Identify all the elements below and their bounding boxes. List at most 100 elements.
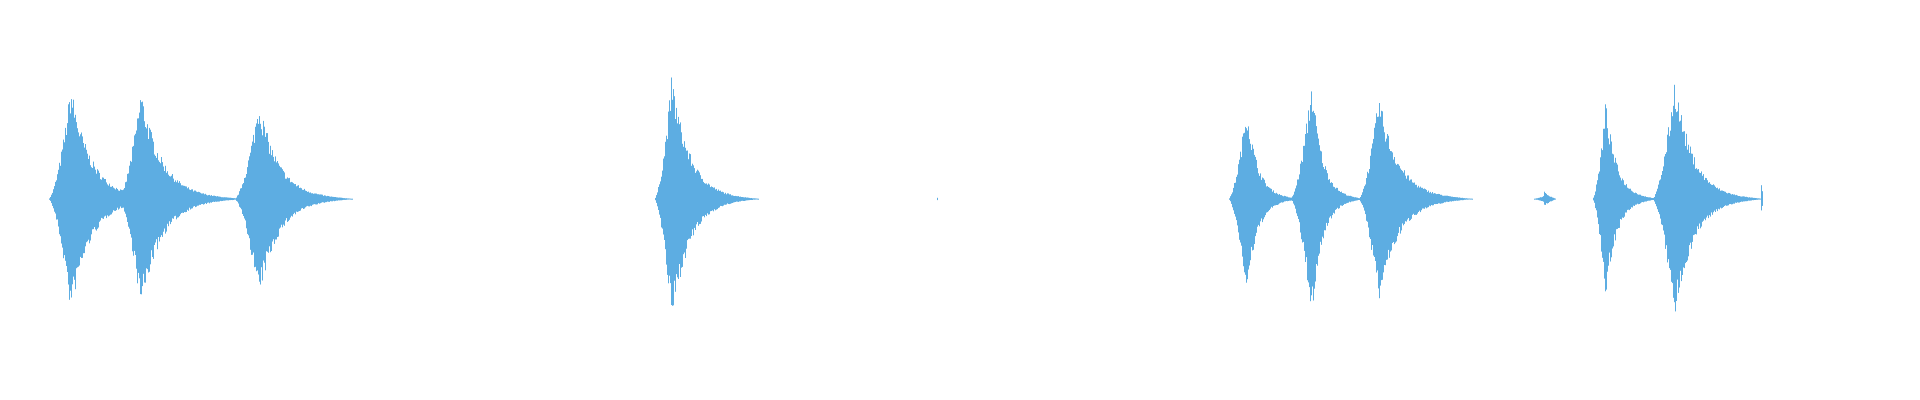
waveform-sample — [1762, 191, 1763, 206]
waveform-sample — [1302, 162, 1303, 243]
waveform-sample — [1705, 177, 1706, 221]
waveform-sample — [1602, 150, 1603, 258]
waveform-sample — [85, 144, 86, 247]
waveform-sample — [70, 113, 71, 291]
waveform-sample — [1720, 190, 1721, 208]
waveform-sample — [1334, 187, 1335, 214]
waveform-sample — [1694, 157, 1695, 235]
waveform-sample — [1327, 173, 1328, 226]
waveform-sample — [1426, 189, 1427, 209]
waveform-sample — [306, 191, 307, 207]
waveform-sample — [1247, 130, 1248, 280]
waveform-sample — [1272, 191, 1273, 208]
waveform-sample — [1455, 197, 1456, 201]
waveform-sample — [1738, 196, 1739, 203]
waveform-sample — [310, 192, 311, 206]
waveform-sample — [1702, 175, 1703, 222]
waveform-sample — [1283, 196, 1284, 203]
waveform-sample — [1321, 151, 1322, 245]
waveform-sample — [123, 189, 124, 208]
waveform-sample — [1292, 196, 1293, 201]
waveform-sample — [299, 188, 300, 211]
waveform-sample — [288, 178, 289, 222]
waveform-sample — [664, 156, 665, 240]
waveform-sample — [1550, 196, 1551, 202]
waveform-sample — [937, 197, 938, 201]
waveform-sample — [697, 169, 698, 222]
waveform-sample — [114, 188, 115, 211]
waveform-sample — [226, 197, 227, 201]
waveform-sample — [213, 195, 214, 202]
waveform-sample — [1721, 190, 1722, 209]
waveform-sample — [192, 189, 193, 209]
waveform-sample — [1710, 183, 1711, 217]
waveform-sample — [674, 96, 675, 281]
waveform-sample — [1240, 151, 1241, 243]
waveform-sample — [218, 196, 219, 202]
waveform-sample — [279, 165, 280, 229]
waveform-sample — [251, 145, 252, 255]
waveform-sample — [721, 191, 722, 206]
waveform-sample — [277, 161, 278, 237]
waveform-sample — [1439, 194, 1440, 204]
waveform-sample — [755, 198, 756, 200]
waveform-sample — [1675, 109, 1676, 312]
waveform-sample — [1444, 195, 1445, 203]
waveform-sample — [1229, 198, 1230, 200]
waveform-sample — [701, 178, 702, 222]
waveform-sample — [1607, 128, 1608, 272]
waveform-sample — [1297, 179, 1298, 217]
waveform-sample — [188, 187, 189, 211]
waveform-sample — [1625, 185, 1626, 213]
waveform-sample — [1609, 144, 1610, 253]
waveform-sample — [253, 134, 254, 253]
waveform-sample — [333, 196, 334, 201]
waveform-sample — [1348, 195, 1349, 203]
waveform-sample — [1670, 130, 1671, 270]
waveform-sample — [209, 194, 210, 204]
waveform-sample — [1262, 177, 1263, 223]
waveform-sample — [1757, 198, 1758, 200]
waveform-sample — [1540, 197, 1541, 201]
waveform-sample — [322, 194, 323, 203]
waveform-sample — [1446, 195, 1447, 202]
waveform-sample — [1286, 196, 1287, 201]
waveform-sample — [132, 146, 133, 252]
waveform-sample — [1640, 194, 1641, 204]
waveform-sample — [1465, 198, 1466, 200]
waveform-sample — [1723, 191, 1724, 207]
waveform-sample — [1673, 105, 1674, 298]
waveform-sample — [50, 197, 51, 201]
waveform-sample — [1659, 180, 1660, 215]
waveform-sample — [1615, 157, 1616, 241]
waveform-sample — [1280, 195, 1281, 203]
waveform-sample — [223, 197, 224, 201]
waveform-sample — [1361, 194, 1362, 204]
waveform-sample — [61, 151, 62, 244]
waveform-sample — [303, 189, 304, 209]
waveform-sample — [1741, 196, 1742, 202]
waveform-sample — [180, 183, 181, 215]
waveform-sample — [294, 184, 295, 213]
waveform-sample — [1623, 180, 1624, 218]
waveform-sample — [167, 171, 168, 224]
waveform-sample — [685, 147, 686, 258]
waveform-sample — [149, 127, 150, 272]
waveform-sample — [742, 197, 743, 201]
waveform-sample — [118, 190, 119, 210]
waveform-sample — [682, 143, 683, 267]
waveform-sample — [283, 170, 284, 225]
waveform-sample — [143, 106, 144, 274]
waveform-sample — [690, 154, 691, 239]
waveform-sample — [1279, 194, 1280, 204]
waveform-sample — [657, 192, 658, 207]
waveform-sample — [1378, 116, 1379, 289]
waveform-sample — [1323, 167, 1324, 239]
waveform-sample — [1284, 195, 1285, 202]
waveform-sample — [709, 184, 710, 215]
waveform-sample — [220, 196, 221, 201]
waveform-sample — [1683, 131, 1684, 268]
waveform-sample — [1735, 195, 1736, 203]
waveform-sample — [1353, 196, 1354, 202]
waveform-sample — [1385, 141, 1386, 266]
